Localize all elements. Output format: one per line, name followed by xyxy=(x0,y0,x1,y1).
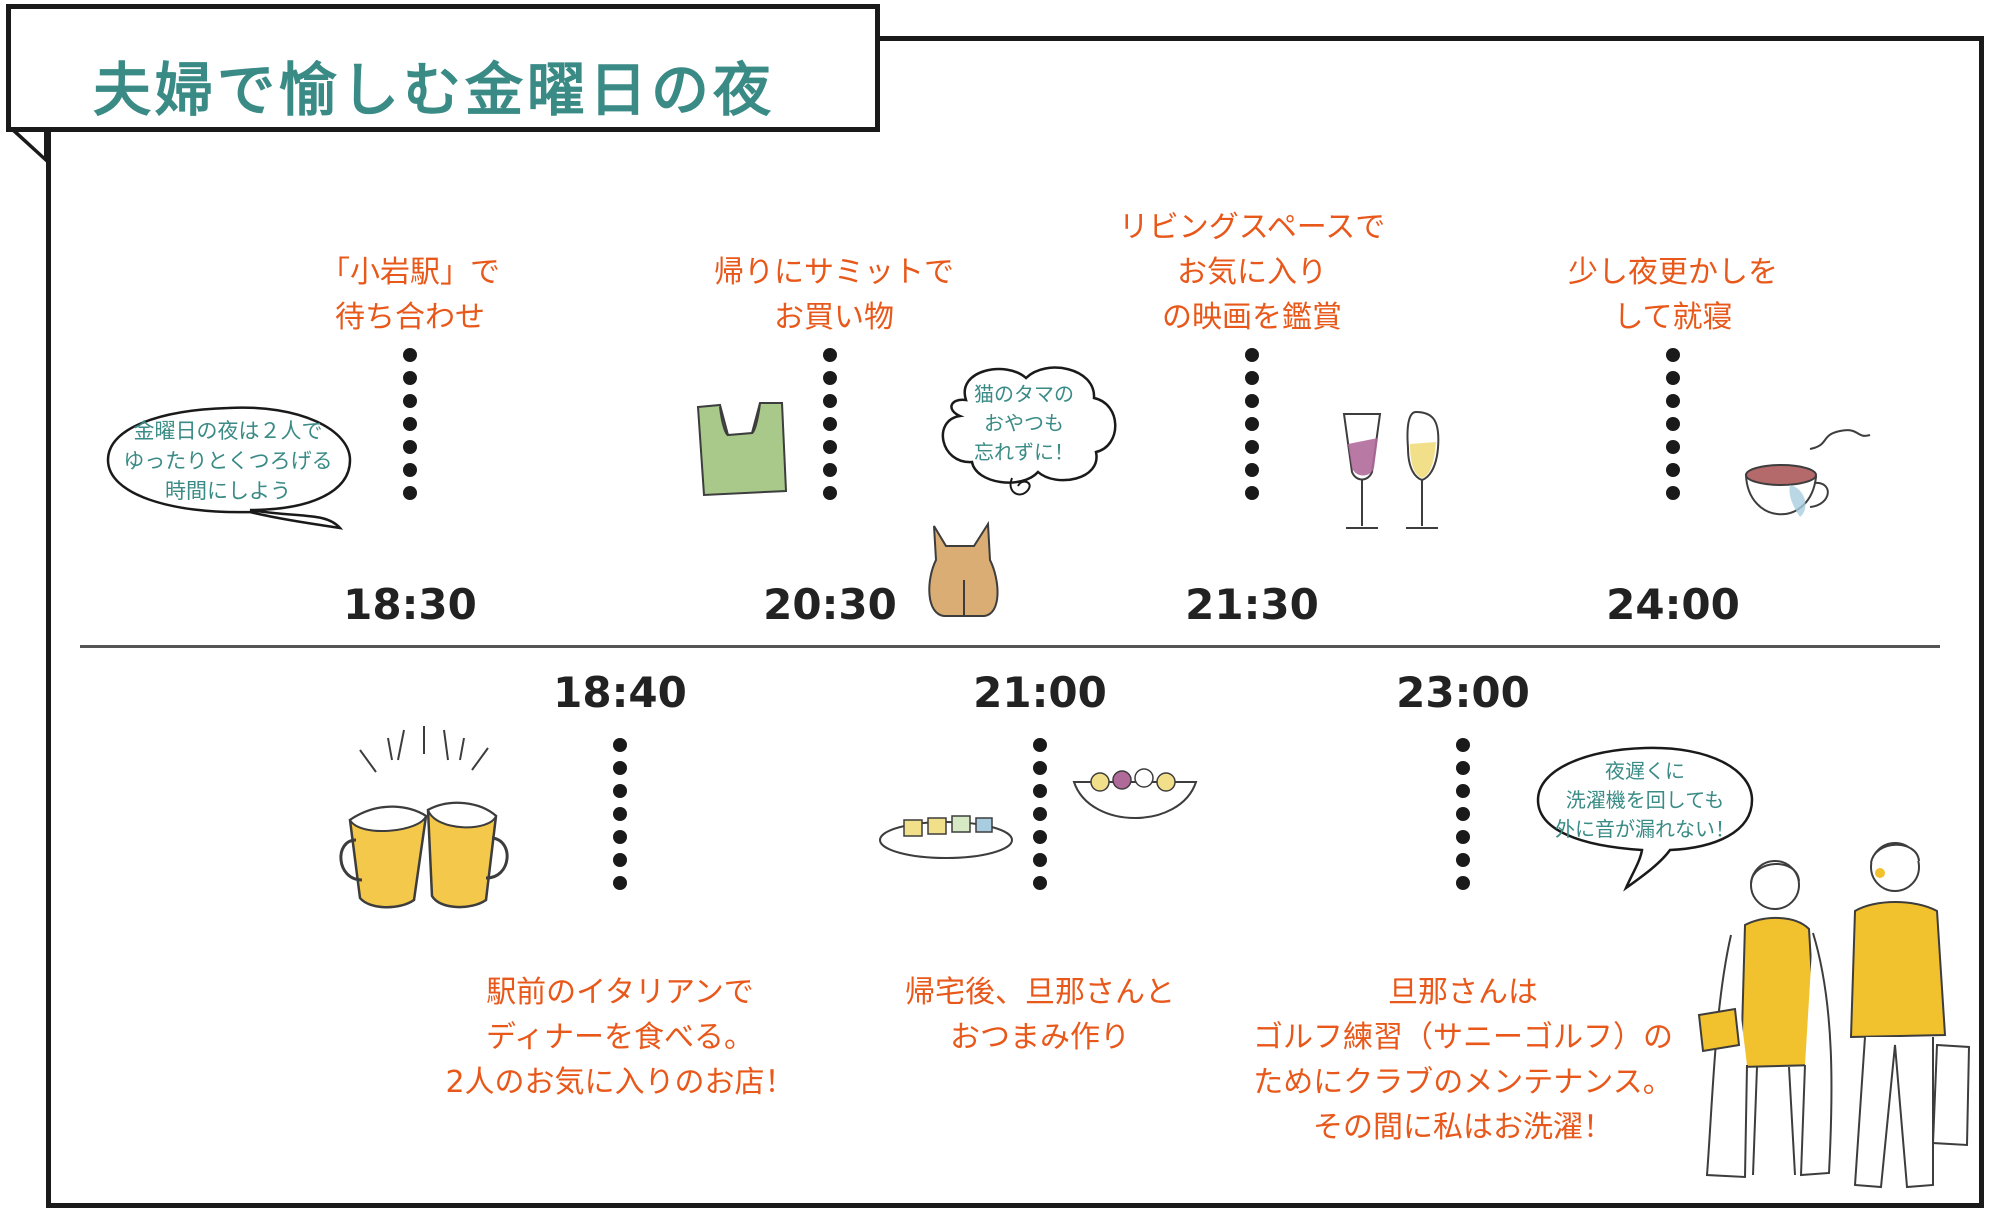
event-label-1830: 「小岩駅」で 待ち合わせ xyxy=(320,255,500,335)
time-2100: 21:00 xyxy=(973,668,1107,717)
bubble-text-laundry: 夜遅くに 洗濯機を回しても 外に音が漏れない！ xyxy=(1555,759,1735,841)
bubble-text-cat: 猫のタマの おやつも 忘れずに！ xyxy=(974,382,1074,464)
title-box: 夫婦で愉しむ金曜日の夜 xyxy=(6,4,880,132)
time-1840: 18:40 xyxy=(553,668,687,717)
cat-icon xyxy=(928,520,999,617)
wine-glasses-icon xyxy=(1342,410,1440,529)
bubble-text-left: 金曜日の夜は２人で ゆったりとくつろげる 時間にしよう xyxy=(123,419,333,503)
page-title: 夫婦で愉しむ金曜日の夜 xyxy=(93,56,776,124)
event-label-2400: 少し夜更かしを して就寝 xyxy=(1568,255,1778,335)
thought-bubble-cat xyxy=(941,366,1117,496)
dot-connector-1830 xyxy=(403,348,417,509)
couple-illustration xyxy=(1697,842,1971,1189)
beer-mugs-icon xyxy=(339,726,509,909)
event-label-2130: リビングスペースで お気に入り の映画を鑑賞 xyxy=(1118,210,1386,335)
dot-connector-1840 xyxy=(613,738,627,899)
snack-bowl-icon xyxy=(1072,768,1198,819)
content-frame xyxy=(46,36,1984,1208)
shopping-bag-icon xyxy=(696,402,788,497)
event-label-1840: 駅前のイタリアンで ディナーを食べる。 2人のお気に入りのお店！ xyxy=(445,975,795,1100)
title-tail xyxy=(6,126,50,166)
tea-cup-icon xyxy=(1744,429,1871,517)
time-2400: 24:00 xyxy=(1606,580,1740,629)
dot-connector-2100 xyxy=(1033,738,1047,899)
snack-plate-icon xyxy=(879,815,1013,859)
time-2030: 20:30 xyxy=(763,580,897,629)
dot-connector-2400 xyxy=(1666,348,1680,509)
time-2300: 23:00 xyxy=(1396,668,1530,717)
dot-connector-2300 xyxy=(1456,738,1470,899)
event-label-2300: 旦那さんは ゴルフ練習（サニーゴルフ）の ためにクラブのメンテナンス。 その間に… xyxy=(1253,975,1673,1145)
speech-bubble-left xyxy=(106,406,352,530)
dot-connector-2030 xyxy=(823,348,837,509)
dot-connector-2130 xyxy=(1245,348,1259,509)
event-label-2100: 帰宅後、旦那さんと おつまみ作り xyxy=(905,975,1175,1055)
time-1830: 18:30 xyxy=(343,580,477,629)
event-label-2030: 帰りにサミットで お買い物 xyxy=(714,255,954,335)
time-2130: 21:30 xyxy=(1185,580,1319,629)
timeline-axis xyxy=(80,645,1940,648)
speech-bubble-laundry xyxy=(1536,746,1754,892)
